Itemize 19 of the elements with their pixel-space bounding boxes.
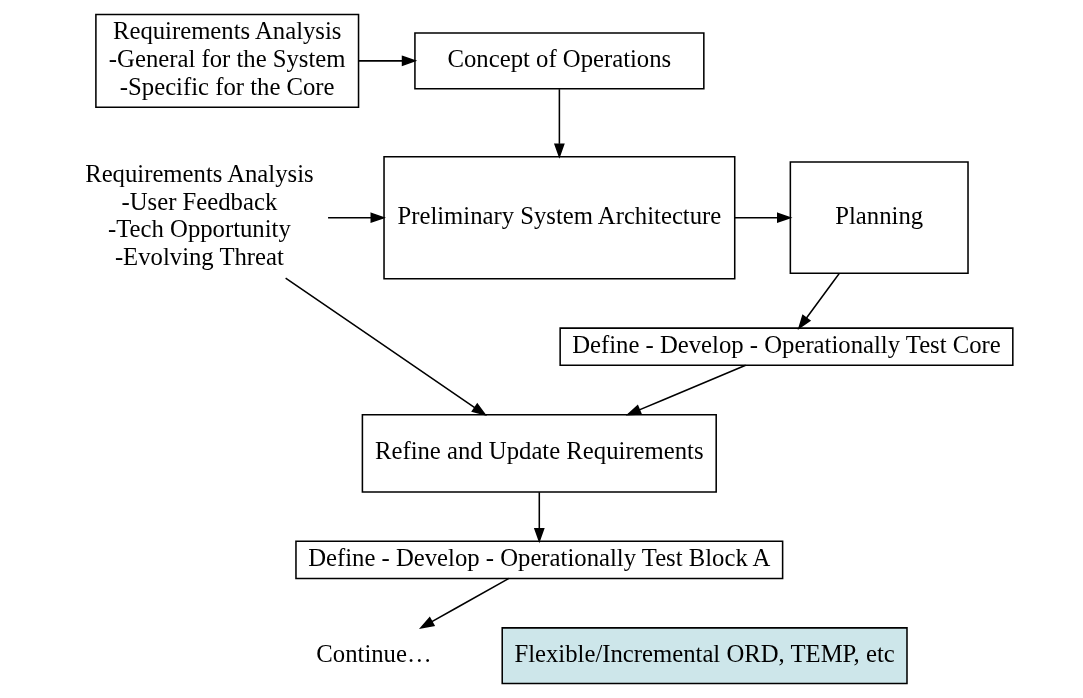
arrow xyxy=(357,55,417,67)
arrow xyxy=(284,277,487,416)
node-box: Preliminary System Architecture xyxy=(382,155,735,280)
node-text: Requirements Analysis -User Feedback -Tech Opportunity -Evolving Threat xyxy=(84,159,314,271)
arrow xyxy=(625,364,746,416)
node-box: Define - Develop - Operationally Test Core xyxy=(558,327,1014,366)
node-box: Define - Develop - Operationally Test Block A xyxy=(294,540,783,580)
node-box: Refine and Update Requirements xyxy=(361,413,717,493)
node-box: Concept of Operations xyxy=(413,32,705,90)
arrow xyxy=(553,88,565,159)
node-box: Planning xyxy=(789,161,969,275)
arrow xyxy=(797,272,840,330)
arrow xyxy=(733,212,792,224)
arrow xyxy=(533,491,545,544)
node-text: Continue… xyxy=(315,639,432,667)
node-box: Requirements Analysis -General for the System -Specific for the Core xyxy=(94,13,359,108)
node-box: Flexible/Incremental ORD, TEMP, etc xyxy=(500,627,908,685)
arrow xyxy=(418,577,510,629)
arrow xyxy=(326,212,386,224)
